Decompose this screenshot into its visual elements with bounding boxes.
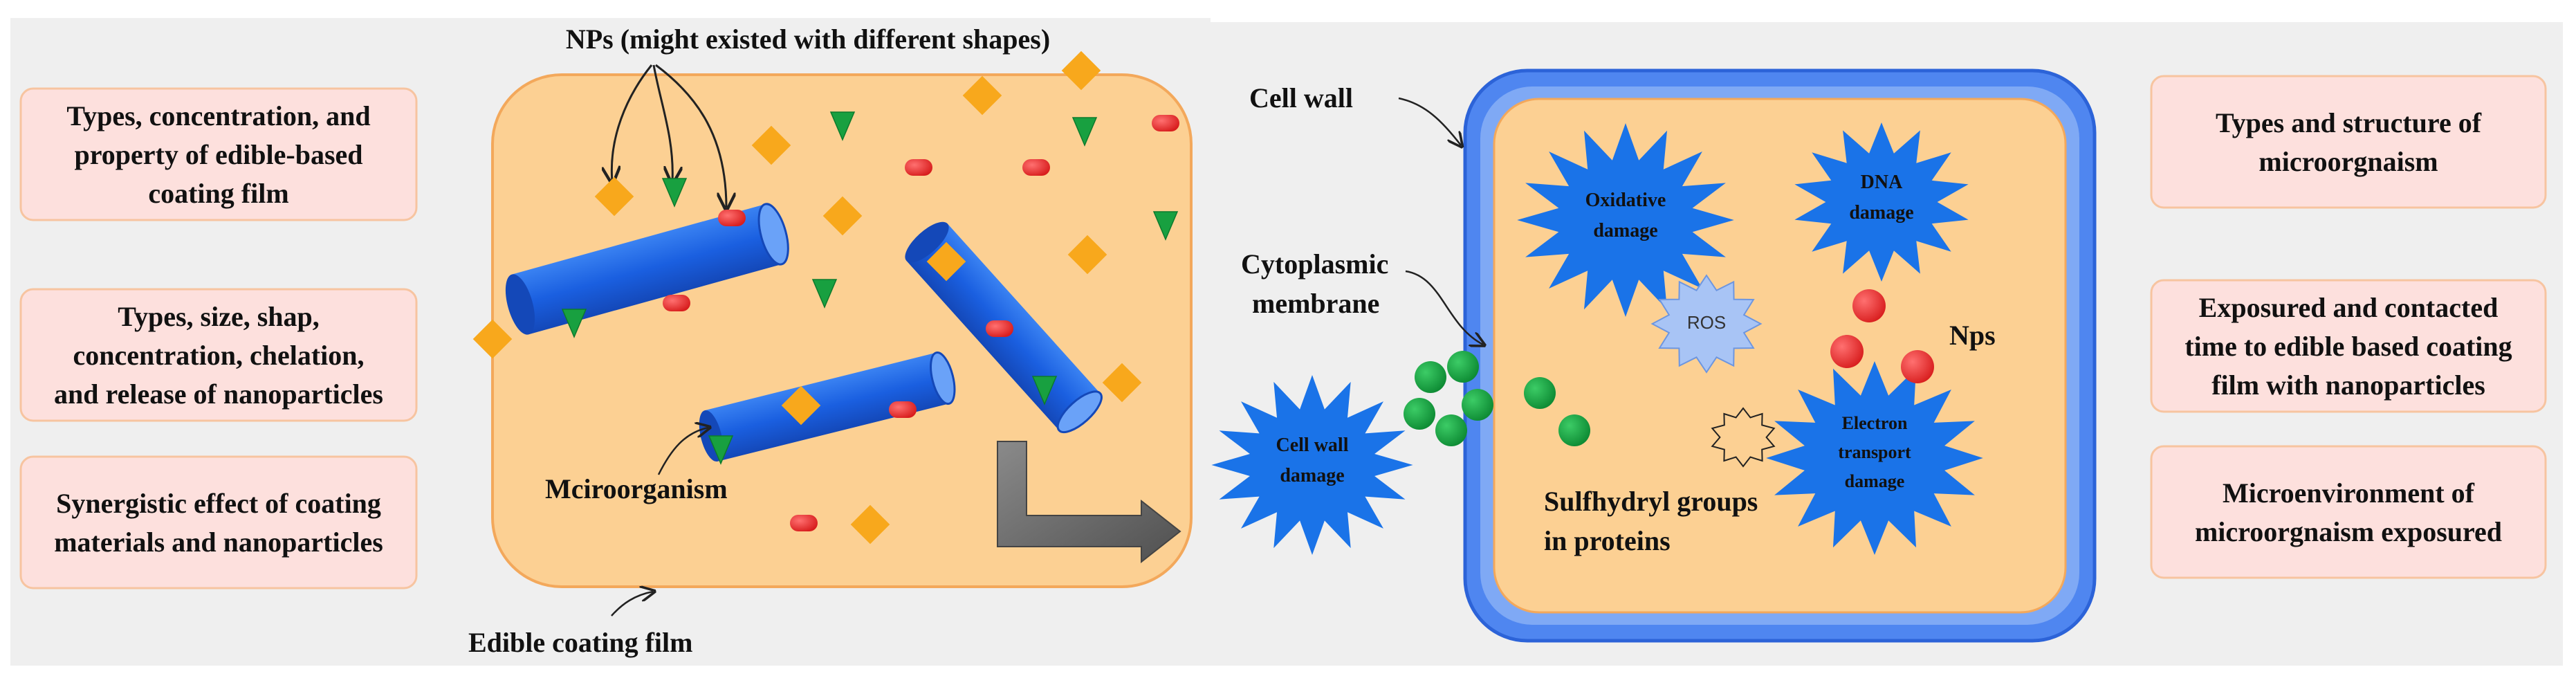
nanoparticle-green-triangle [1031, 376, 1058, 405]
nanoparticle-red-sphere [1901, 350, 1934, 383]
nanoparticle-green-sphere [1415, 361, 1446, 393]
right-factor-text: time to edible based coating [2184, 331, 2512, 362]
cell-wall-damage-label: Cell wall [1276, 435, 1349, 456]
right-factor-text: Types and structure of [2216, 107, 2482, 138]
nanoparticle-green-triangle [561, 309, 587, 338]
right-factor-text: Microenvironment of [2223, 477, 2475, 509]
nanoparticle-orange-diamond [1102, 363, 1142, 403]
nanoparticle-green-triangle [1152, 211, 1179, 241]
nanoparticle-green-triangle [829, 111, 856, 141]
nanoparticle-green-triangle [661, 178, 688, 208]
nanoparticle-green-sphere [1404, 398, 1435, 430]
nps-label: Nps [1949, 320, 1996, 351]
nanoparticle-green-sphere [1462, 389, 1493, 421]
nanoparticle-red-sphere [1852, 289, 1886, 322]
nanoparticle-orange-diamond [962, 75, 1002, 116]
nps-pointer-arrow [655, 64, 726, 208]
right-factor-text: film with nanoparticles [2211, 369, 2485, 401]
nps-pointer-arrow [611, 64, 653, 181]
sulfhydryl-label: in proteins [1544, 525, 1671, 556]
sulfhydryl-label: Sulfhydryl groups [1544, 486, 1758, 517]
left-factor-text: Types, size, shap, [118, 301, 320, 332]
coating-film-pointer [611, 592, 653, 616]
right-factor-box [2150, 75, 2547, 209]
left-factor-box [19, 87, 418, 221]
cytoplasmic-membrane-label: membrane [1252, 288, 1379, 319]
dna-damage-star [1794, 122, 1969, 282]
right-factor-box [2150, 279, 2547, 413]
left-factor-text: coating film [148, 178, 288, 209]
right-factor-text: microorgnaism exposured [2195, 516, 2502, 547]
left-factor-text: concentration, chelation, [73, 340, 364, 371]
nanoparticle-red-capsule [986, 320, 1013, 337]
left-factor-text: materials and nanoparticles [54, 527, 383, 558]
cytoplasmic-membrane-pointer [1405, 270, 1483, 345]
nps-shapes-label: NPs (might existed with different shapes… [566, 24, 1050, 55]
ros-label: ROS [1687, 312, 1726, 333]
nanoparticle-orange-diamond [1061, 51, 1101, 91]
cytoplasmic-membrane-label: Cytoplasmic [1241, 248, 1388, 280]
nanoparticle-green-triangle [811, 279, 838, 309]
nanoparticle-red-capsule [1152, 115, 1179, 131]
nanoparticle-green-sphere [1524, 377, 1556, 409]
oxidative-damage-label: damage [1593, 220, 1657, 241]
nps-pointer-arrow [652, 64, 672, 181]
nanoparticle-red-sphere [1830, 335, 1864, 368]
oxidative-damage-star [1517, 123, 1734, 317]
edible-coating-film [491, 73, 1193, 588]
nanoparticle-orange-diamond [751, 125, 791, 165]
nanoparticle-green-triangle [1071, 117, 1098, 147]
nanoparticle-orange-diamond [926, 241, 966, 282]
nanoparticle-orange-diamond [1067, 235, 1107, 275]
microorganism-label: Mciroorganism [545, 473, 728, 504]
sulfhydryl-outline-star [1711, 407, 1776, 468]
electron-transport-label: Electron [1842, 413, 1908, 433]
right-factor-text: Exposured and contacted [2199, 292, 2499, 323]
left-factor-text: Synergistic effect of coating [56, 488, 381, 519]
cell-wall-pointer [1398, 97, 1461, 145]
nanoparticle-red-capsule [889, 401, 917, 418]
dna-damage-label: damage [1849, 202, 1913, 223]
right-factor-box [2150, 445, 2547, 579]
electron-transport-label: transport [1838, 442, 1911, 462]
transition-arrow [997, 441, 1181, 564]
left-factor-text: and release of nanoparticles [54, 378, 383, 410]
nanoparticle-green-sphere [1435, 414, 1467, 446]
cell-wall-damage-label: damage [1280, 465, 1344, 486]
oxidative-damage-label: Oxidative [1585, 190, 1666, 211]
nanoparticle-orange-diamond [822, 196, 863, 236]
nanoparticle-green-sphere [1447, 351, 1479, 383]
right-factor-text: microorgnaism [2258, 146, 2438, 177]
dna-damage-label: DNA [1861, 172, 1903, 193]
nanoparticle-orange-diamond [781, 385, 821, 426]
coating-film-label: Edible coating film [468, 627, 692, 658]
left-factor-text: Types, concentration, and [66, 100, 370, 131]
left-factor-text: property of edible-based [74, 139, 362, 170]
nanoparticle-green-sphere [1558, 414, 1590, 446]
left-factor-box [19, 455, 418, 590]
nanoparticle-red-capsule [790, 515, 818, 531]
nanoparticle-red-capsule [1022, 159, 1050, 176]
cell-wall-damage-star [1211, 375, 1413, 555]
nanoparticle-red-capsule [718, 210, 746, 226]
ros-star [1650, 274, 1763, 374]
microorganism-rod [505, 203, 789, 335]
electron-transport-damage-star [1766, 361, 1983, 555]
cell-wall-label: Cell wall [1249, 82, 1353, 113]
nanoparticle-red-capsule [663, 295, 690, 311]
nanoparticle-orange-diamond [850, 504, 890, 545]
left-factor-box [19, 288, 418, 422]
nanoparticle-green-triangle [708, 435, 734, 465]
nanoparticle-red-capsule [905, 159, 932, 176]
electron-transport-label: damage [1845, 471, 1905, 491]
microorganism-pointer [657, 428, 708, 475]
